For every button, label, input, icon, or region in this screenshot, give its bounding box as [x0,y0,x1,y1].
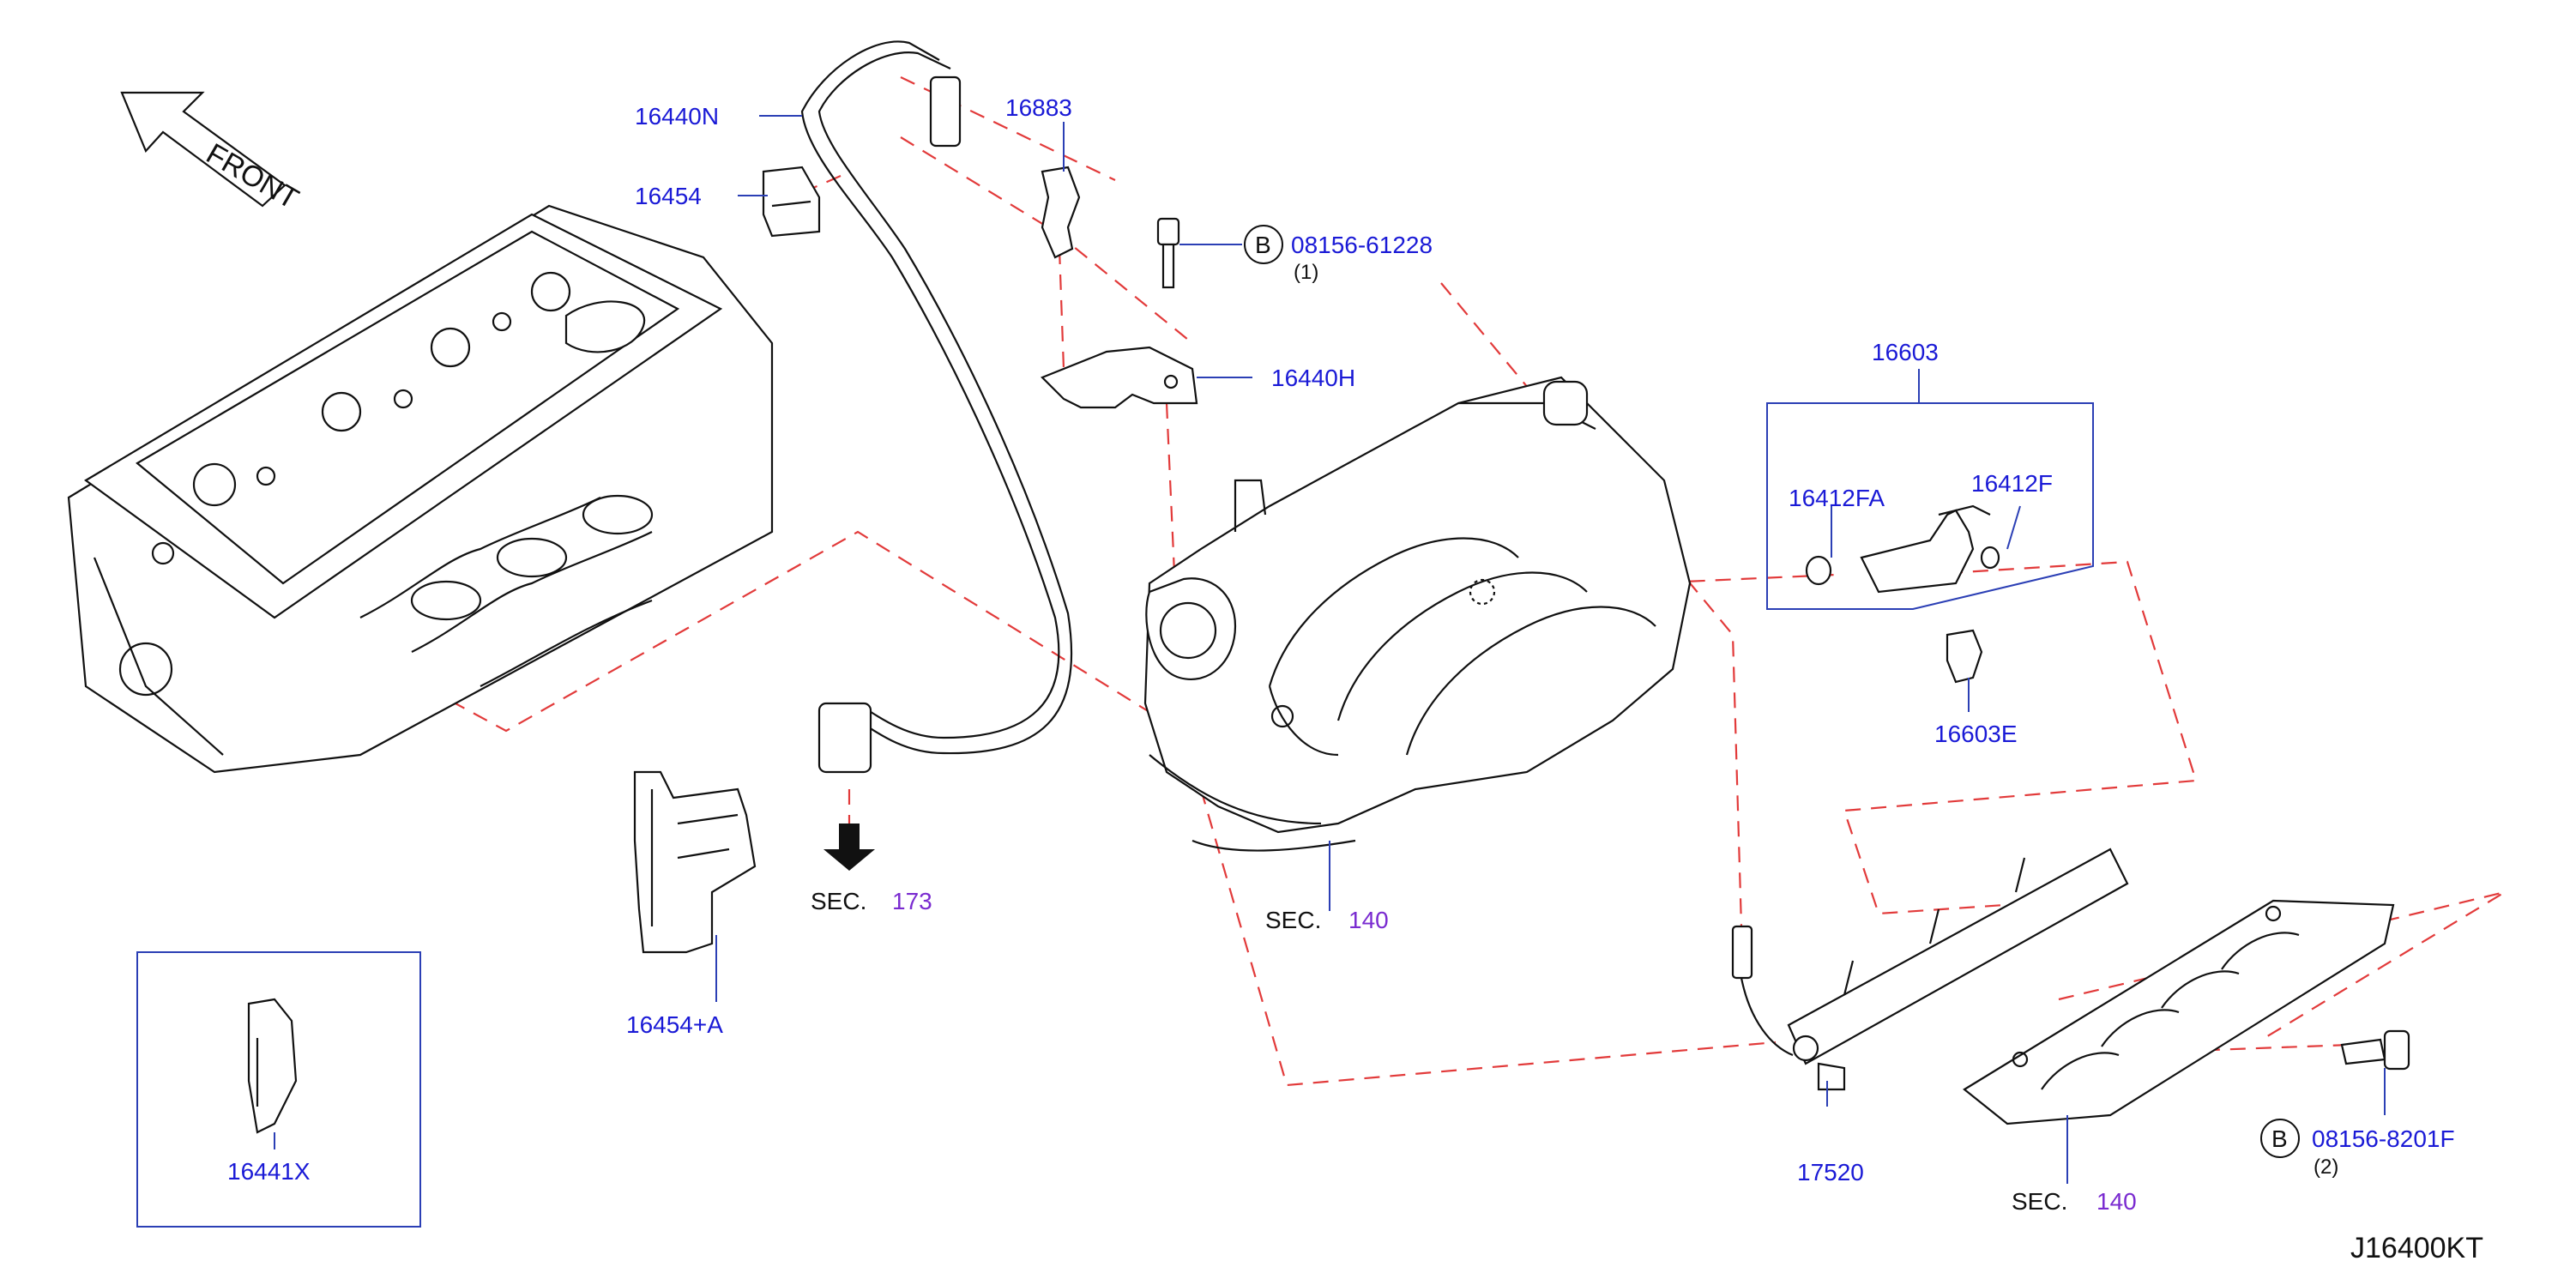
bolt-badge-2: B [2260,1119,2300,1158]
injector [1805,504,2000,594]
label-16441X: 16441X [227,1158,311,1185]
sec173-arrow-icon [823,824,875,871]
label-16603E: 16603E [1934,721,2018,747]
clip-16883 [1041,166,1081,259]
label-08156-8201F: 08156-8201F [2312,1125,2455,1152]
label-16454A: 16454+A [626,1011,723,1038]
bolt-badge-1: B [1244,225,1283,264]
label-17520: 17520 [1797,1159,1864,1186]
clip-16603E [1946,629,1983,684]
bolt-icon-2 [2340,1029,2410,1071]
cylinder-head [67,204,774,774]
sec-140a-prefix: SEC. [1265,907,1321,933]
bracket-16454A [633,770,757,954]
sec-173-number: 173 [892,888,932,914]
bracket-16440H [1041,346,1198,409]
clamp-16454 [762,166,821,238]
rail-cover [1963,899,2395,1125]
sec-173-prefix: SEC. [811,888,866,914]
fuel-rail [1731,848,2129,1091]
clip-16441X-box [136,951,421,1228]
label-qty-2: (2) [2314,1155,2338,1179]
label-16883: 16883 [1005,94,1072,121]
label-16603: 16603 [1872,339,1939,365]
label-16412F: 16412F [1971,470,2053,497]
label-08156-61228: 08156-61228 [1291,232,1433,258]
front-label: FRONT [201,137,304,215]
sec-140b-prefix: SEC. [2012,1188,2067,1215]
vacuum-hose [800,40,1073,774]
bolt-icon [1156,217,1180,289]
label-16440H: 16440H [1271,365,1355,391]
front-arrow-icon [120,91,287,208]
intake-manifold [1143,376,1692,852]
sec-140b-number: 140 [2096,1188,2137,1215]
diagram-code: J16400KT [2350,1232,2483,1264]
label-16440N: 16440N [635,103,719,130]
leader-lines [274,115,2386,1184]
label-qty-1: (1) [1294,261,1318,284]
svg-text:B: B [1255,232,1271,258]
injector-kit-box [1766,402,2094,610]
label-16412FA: 16412FA [1789,485,1885,511]
sec-140a-number: 140 [1348,907,1389,933]
label-16454: 16454 [635,183,702,209]
svg-text:B: B [2271,1125,2288,1152]
